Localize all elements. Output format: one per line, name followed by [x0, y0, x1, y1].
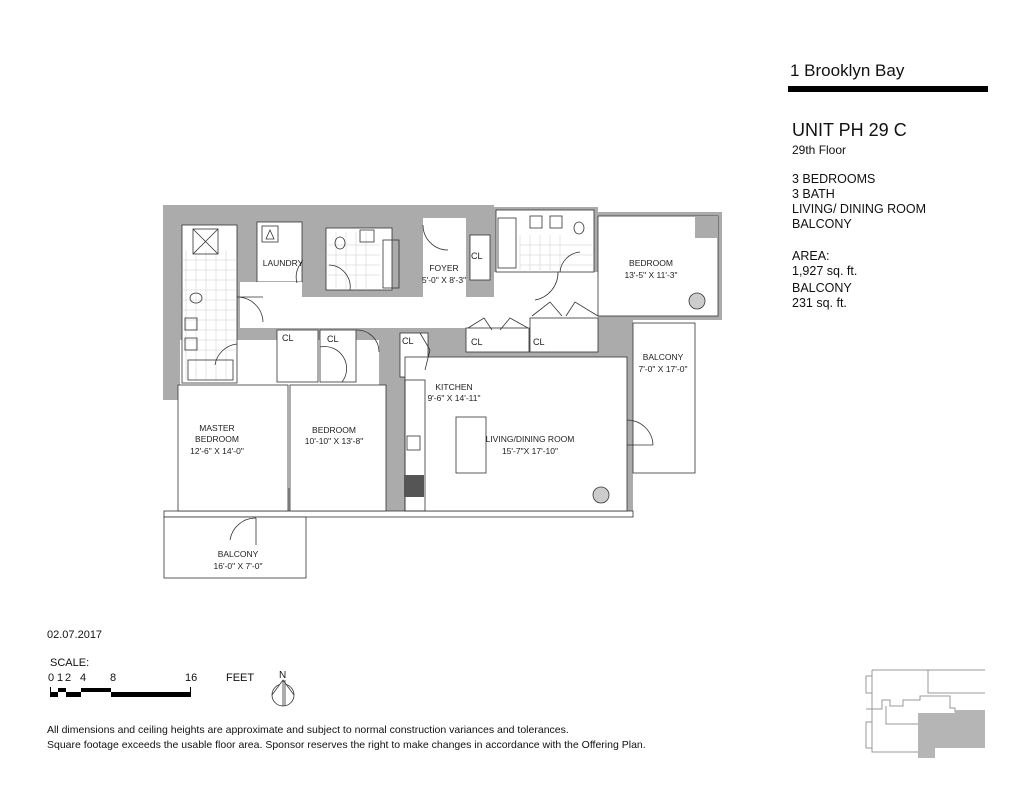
stove — [404, 475, 424, 497]
scale-unit: FEET — [226, 672, 255, 684]
sink — [359, 229, 375, 243]
scale-bar — [50, 687, 191, 697]
label-bedroom-mid-dims: 10'-10" X 13'-8" — [305, 436, 363, 446]
washer-dryer — [261, 225, 279, 243]
unit-title: UNIT PH 29 C — [792, 120, 907, 140]
hall-tub — [382, 239, 400, 289]
label-bedroom-ne-dims: 13'-5" X 11'-3" — [624, 270, 677, 280]
bath2-tub — [497, 217, 517, 269]
balcony-value: 231 sq. ft. — [792, 296, 847, 310]
living-east-wall — [627, 353, 633, 517]
tile-pattern — [182, 232, 594, 380]
plan-date: 02.07.2017 — [47, 629, 103, 641]
building-name: 1 Brooklyn Bay — [790, 61, 905, 80]
kitchen-counter — [404, 379, 426, 512]
balcony-label: BALCONY — [792, 281, 852, 295]
door-swings — [214, 224, 654, 545]
area-label: AREA: — [792, 249, 830, 263]
disclaimer-line: All dimensions and ceiling heights are a… — [47, 724, 569, 736]
toilet — [189, 292, 203, 304]
area-value: 1,927 sq. ft. — [792, 264, 858, 278]
feature: LIVING/ DINING ROOM — [792, 202, 927, 216]
north-label: N — [279, 670, 287, 681]
label-closet: CL — [327, 334, 339, 344]
label-foyer-dims: 5'-0" X 8'-3" — [422, 275, 466, 285]
closet-a — [465, 327, 530, 353]
label-bedroom-mid: BEDROOM — [312, 425, 356, 435]
key-plan — [865, 669, 985, 758]
unit-features: 3 BEDROOMS 3 BATH LIVING/ DINING ROOM BA… — [792, 172, 926, 232]
kitchen-sink — [406, 435, 421, 451]
label-balcony-south-dims: 16'-0" X 7'-0" — [214, 561, 263, 571]
living-dining — [404, 356, 628, 512]
bath-2 — [495, 209, 595, 273]
label-closet: CL — [402, 336, 414, 346]
column — [592, 486, 610, 504]
label-kitchen-dims: 9'-6" X 14'-11" — [427, 393, 480, 403]
balcony-south — [163, 516, 307, 579]
label-bedroom-ne: BEDROOM — [629, 258, 673, 268]
unit-area: AREA: 1,927 sq. ft. BALCONY 231 sq. ft. — [792, 249, 857, 311]
closet-b — [529, 317, 599, 353]
label-closet: CL — [282, 333, 294, 343]
master-bath — [181, 224, 238, 384]
scale-tick: 16 — [185, 672, 198, 684]
toilet — [334, 236, 346, 250]
label-balcony-south: BALCONY — [218, 549, 259, 559]
label-master: MASTER — [199, 423, 234, 433]
label-balcony-east-dims: 7'-0" X 17'-0" — [639, 364, 688, 374]
label-living: LIVING/DINING ROOM — [486, 434, 575, 444]
label-kitchen: KITCHEN — [435, 382, 472, 392]
laundry-room — [256, 221, 303, 283]
sink — [549, 215, 563, 229]
label-master-bedroom: BEDROOM — [195, 434, 239, 444]
scale-tick: 1 — [57, 672, 64, 684]
label-balcony-east: BALCONY — [643, 352, 684, 362]
scale-tick: 2 — [65, 672, 72, 684]
toilet — [573, 221, 585, 235]
sink — [184, 337, 198, 351]
title-rule — [788, 86, 988, 92]
label-closet: CL — [471, 337, 483, 347]
scale-tick: 8 — [110, 672, 117, 684]
balcony-east — [632, 322, 696, 474]
label-living-dims: 15'-7"X 17'-10" — [502, 446, 558, 456]
foyer-closet — [469, 234, 491, 281]
disclaimer-line: Square footage exceeds the usable floor … — [47, 739, 646, 751]
scale-tick: 0 — [48, 672, 55, 684]
label-laundry: LAUNDRY — [263, 258, 304, 268]
feature: 3 BATH — [792, 187, 835, 201]
master-bedroom — [177, 384, 289, 512]
corridor — [240, 297, 425, 328]
hall-north — [494, 272, 598, 302]
kitchen-island — [455, 416, 487, 474]
feature: 3 BEDROOMS — [792, 172, 876, 186]
feature: BALCONY — [792, 217, 852, 231]
label-foyer: FOYER — [429, 263, 458, 273]
scale-tick: 4 — [80, 672, 87, 684]
column — [688, 292, 706, 310]
closet-d — [319, 329, 357, 383]
scale-label: SCALE: — [50, 657, 90, 669]
closet-c — [276, 329, 319, 383]
label-closet: CL — [533, 337, 545, 347]
sink — [184, 317, 198, 331]
north-arrow-icon — [271, 679, 295, 707]
label-closet: CL — [471, 251, 483, 261]
bedroom-mid — [289, 384, 387, 512]
sink — [529, 215, 543, 229]
unit-floor: 29th Floor — [792, 143, 847, 157]
shower — [192, 228, 219, 255]
south-wall-windows — [163, 510, 634, 518]
label-master-dims: 12'-6" X 14'-0" — [190, 446, 244, 456]
corner-column — [695, 216, 718, 238]
disclaimer: All dimensions and ceiling heights are a… — [47, 723, 646, 753]
master-tub — [187, 359, 234, 381]
